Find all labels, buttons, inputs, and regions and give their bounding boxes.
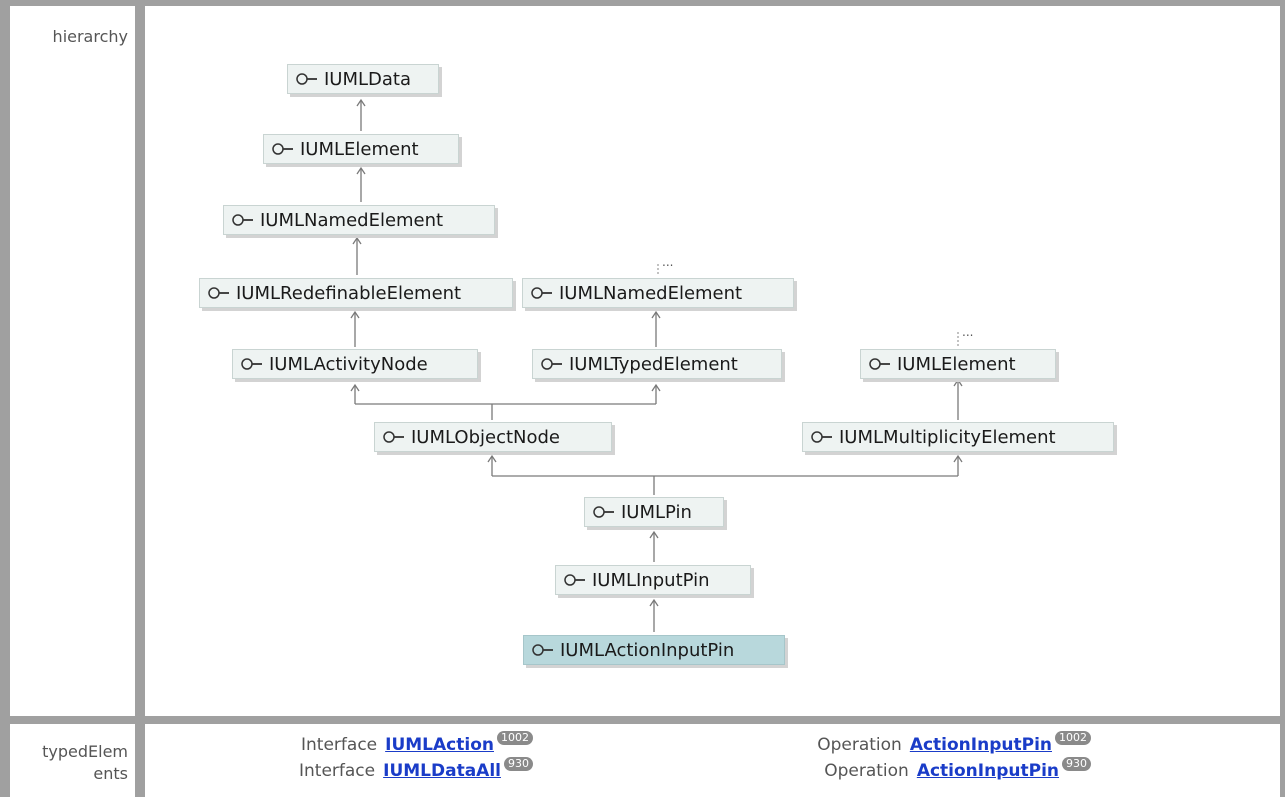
- interface-lollipop-icon: [869, 358, 890, 370]
- element-kind: Operation: [817, 735, 902, 755]
- node-iumlobjectnode[interactable]: IUMLObjectNode: [374, 422, 612, 452]
- node-label: IUMLNamedElement: [260, 209, 444, 231]
- interface-lollipop-icon: [811, 431, 832, 443]
- typed-elements-label-line2: ents: [93, 764, 128, 783]
- element-link[interactable]: ActionInputPin: [909, 735, 1052, 755]
- hierarchy-label: hierarchy: [52, 27, 128, 46]
- count-badge: 1002: [497, 731, 533, 745]
- node-label: IUMLInputPin: [592, 569, 710, 591]
- node-iumlinputpin[interactable]: IUMLInputPin: [555, 565, 751, 595]
- element-link[interactable]: IUMLAction: [385, 735, 494, 755]
- interface-lollipop-icon: [232, 214, 253, 226]
- node-iumlelement[interactable]: IUMLElement: [263, 134, 459, 164]
- node-iumlnamedelement-2[interactable]: IUMLNamedElement: [522, 278, 794, 308]
- node-label: IUMLRedefinableElement: [236, 282, 462, 304]
- interface-lollipop-icon: [241, 358, 262, 370]
- node-iumltypedelement[interactable]: IUMLTypedElement: [532, 349, 782, 379]
- typed-element-row: Operation ActionInputPin 930: [824, 757, 1091, 781]
- frame-top: [0, 0, 1285, 6]
- frame-right: [1280, 0, 1285, 797]
- node-label: IUMLPin: [621, 501, 692, 523]
- node-label: IUMLElement: [897, 353, 1016, 375]
- element-kind: Operation: [824, 761, 909, 781]
- node-label: IUMLObjectNode: [411, 426, 561, 448]
- typed-element-row: Operation ActionInputPin 1002: [817, 731, 1091, 755]
- node-label: IUMLActionInputPin: [560, 639, 735, 661]
- node-iumlactivitynode[interactable]: IUMLActivityNode: [232, 349, 478, 379]
- node-iumldata[interactable]: IUMLData: [287, 64, 439, 94]
- node-iumlelement-2[interactable]: IUMLElement: [860, 349, 1056, 379]
- typed-element-row: Interface IUMLAction 1002: [301, 731, 533, 755]
- element-link[interactable]: IUMLDataAll: [383, 761, 501, 781]
- interface-lollipop-icon: [208, 287, 229, 299]
- interface-lollipop-icon: [531, 287, 552, 299]
- node-label: IUMLData: [324, 68, 412, 90]
- node-label: IUMLMultiplicityElement: [839, 426, 1056, 448]
- count-badge: 930: [504, 757, 533, 771]
- frame-row-separator: [0, 716, 1285, 724]
- interface-lollipop-icon: [272, 143, 293, 155]
- interface-lollipop-icon: [532, 644, 553, 656]
- frame-left: [0, 0, 10, 797]
- node-iumlnamedelement[interactable]: IUMLNamedElement: [223, 205, 495, 235]
- interface-lollipop-icon: [593, 506, 614, 518]
- element-kind: Interface: [299, 761, 376, 781]
- frame-divider: [135, 0, 145, 797]
- typed-elements-label: typedElem ents: [12, 741, 128, 785]
- count-badge: 930: [1062, 757, 1091, 771]
- node-iumlmultiplicityelement[interactable]: IUMLMultiplicityElement: [802, 422, 1114, 452]
- interface-lollipop-icon: [296, 73, 317, 85]
- element-link[interactable]: ActionInputPin: [916, 761, 1059, 781]
- typed-element-row: Interface IUMLDataAll 930: [299, 757, 533, 781]
- node-label: IUMLElement: [300, 138, 419, 160]
- node-iumlpin[interactable]: IUMLPin: [584, 497, 724, 527]
- typed-elements-label-line1: typedElem: [42, 742, 128, 761]
- interface-lollipop-icon: [564, 574, 585, 586]
- interface-lollipop-icon: [541, 358, 562, 370]
- node-label: IUMLNamedElement: [559, 282, 743, 304]
- node-label: IUMLTypedElement: [569, 353, 738, 375]
- element-kind: Interface: [301, 735, 378, 755]
- node-iumlactioninputpin-selected[interactable]: IUMLActionInputPin: [523, 635, 785, 665]
- interface-lollipop-icon: [383, 431, 404, 443]
- node-iumlredefinableelement[interactable]: IUMLRedefinableElement: [199, 278, 513, 308]
- count-badge: 1002: [1055, 731, 1091, 745]
- ellipsis-named-element: ...: [662, 255, 673, 269]
- node-label: IUMLActivityNode: [269, 353, 428, 375]
- ellipsis-element: ...: [962, 325, 973, 339]
